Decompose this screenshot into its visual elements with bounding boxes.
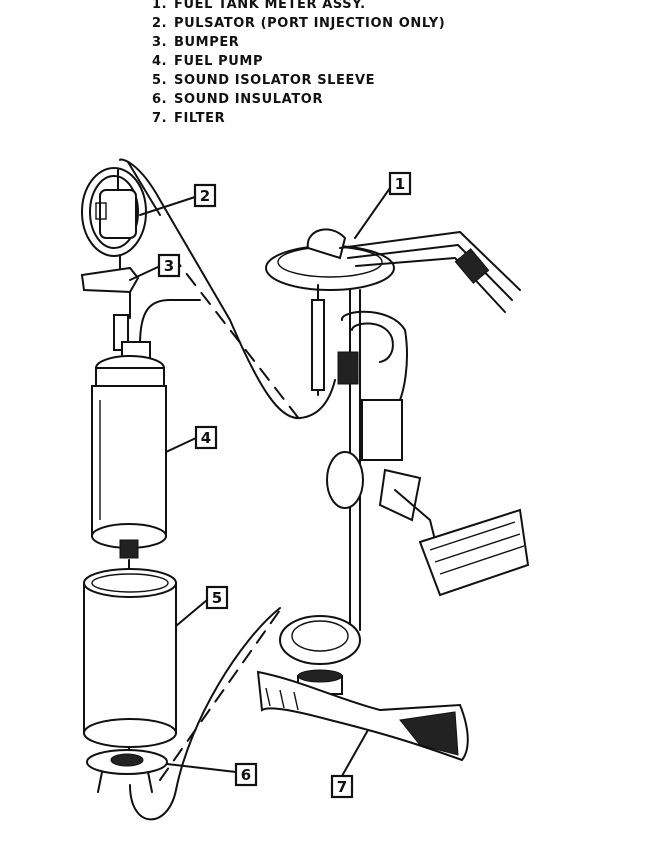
callout-2-number: 2 [200,187,210,205]
leader-6 [166,763,237,773]
callout-3-number: 3 [164,257,174,275]
callout-7-number: 7 [337,778,347,796]
fuel-pump [91,299,201,559]
callout-5-number: 5 [212,589,222,607]
callout-1-number: 1 [395,175,405,193]
legend-item-5: 5.SOUND ISOLATOR SLEEVE [152,73,376,88]
legend-item-7: 7.FILTER [152,111,226,126]
callout-2: 2 [193,183,217,208]
legend-item-3: 3.BUMPER [152,35,240,50]
fuel-hose-inner [127,161,161,216]
assembly-dashed-line [171,254,301,421]
legend-item-6: 6.SOUND INSULATOR [152,92,324,107]
legend-item-1: 1.FUEL TANK METER ASSY. [152,0,366,12]
filter [256,670,469,762]
sound-isolator-sleeve [83,559,177,748]
legend-item-2: 2.PULSATOR (PORT INJECTION ONLY) [152,16,446,31]
legend-item-4: 4.FUEL PUMP [152,54,264,69]
callout-1: 1 [388,171,412,196]
callout-5: 5 [205,585,229,610]
fuel-tank-meter-assembly [265,228,530,695]
leader-5 [175,599,208,627]
sound-insulator [86,607,281,821]
parts-legend: 1.FUEL TANK METER ASSY. 2.PULSATOR (PORT… [152,0,445,128]
leader-2 [139,196,196,216]
callout-7: 7 [330,774,354,799]
leader-7 [341,729,369,777]
fuel-hose [119,158,336,420]
bumper [80,254,140,319]
callout-4-number: 4 [201,429,211,447]
callout-4: 4 [194,425,218,450]
pulsator [81,167,147,257]
leader-3 [129,266,159,281]
leader-4 [165,437,197,453]
leader-1 [354,187,391,239]
callout-6: 6 [234,762,258,787]
callout-3: 3 [157,253,181,278]
callout-6-number: 6 [241,766,251,784]
